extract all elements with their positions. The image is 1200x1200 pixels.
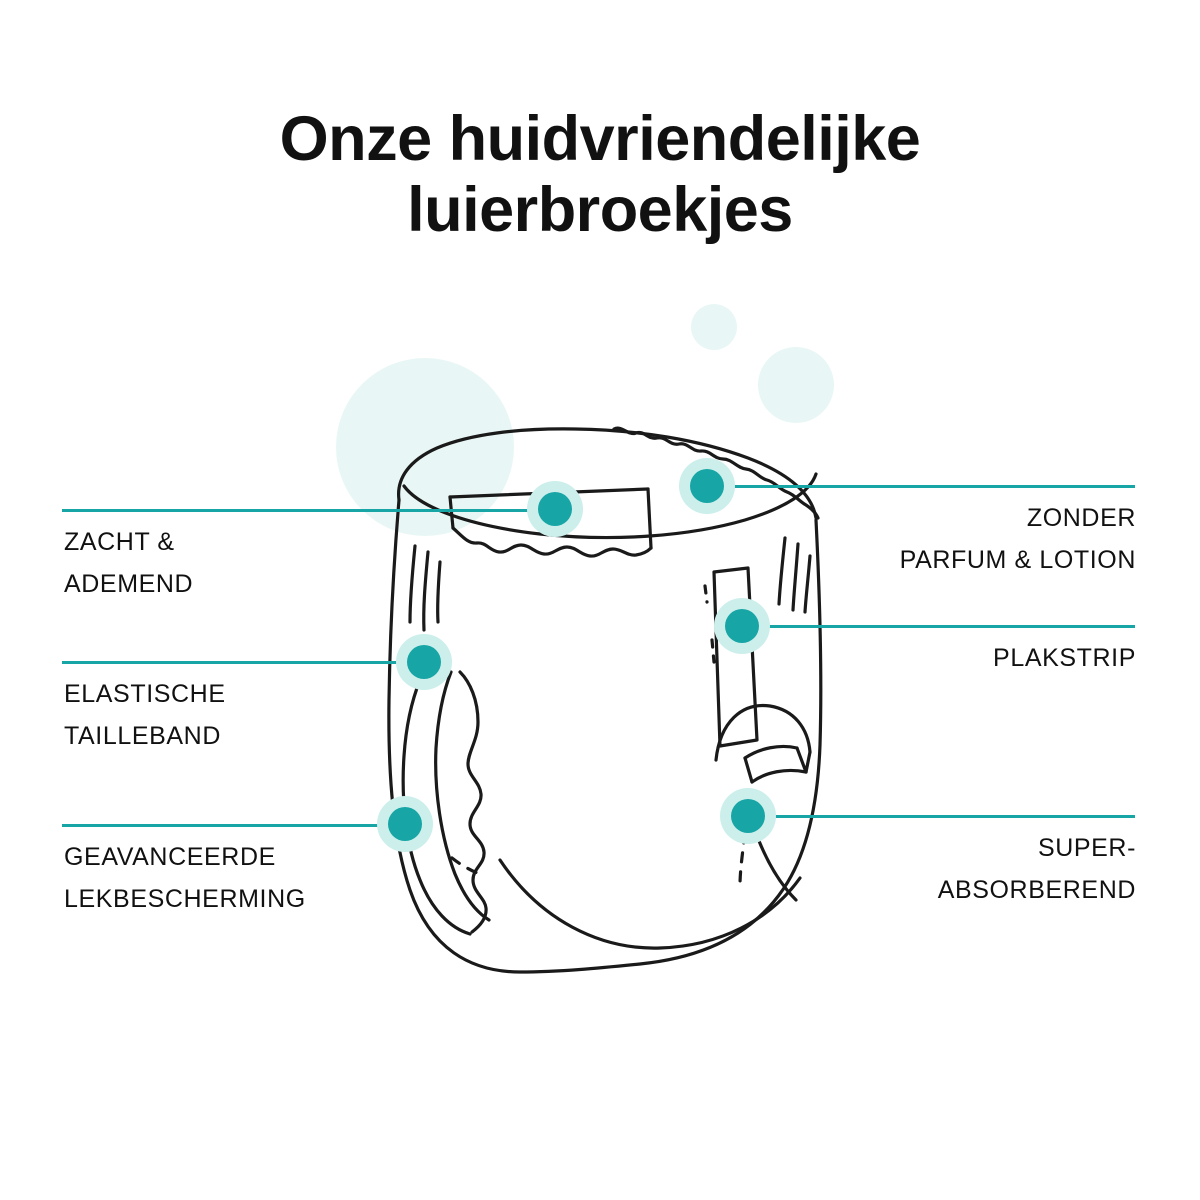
feature-label-elastische-tailleband: ELASTISCHE TAILLEBAND [64, 680, 226, 750]
connector-line-super-absorberend [748, 815, 1135, 818]
feature-label-super-absorberend: SUPER- ABSORBEREND [937, 834, 1136, 904]
marker-zonder-parfum-lotion[interactable] [679, 458, 735, 514]
page-title-line-1: Onze huidvriendelijke [279, 104, 921, 174]
marker-elastische-tailleband[interactable] [396, 634, 452, 690]
connector-line-plakstrip [742, 625, 1135, 628]
connector-line-zacht-ademend [62, 509, 556, 512]
marker-zacht-ademend[interactable] [527, 481, 583, 537]
feature-label-zacht-ademend: ZACHT & ADEMEND [64, 528, 194, 598]
feature-label-geavanceerde-lekbescherming: GEAVANCEERDE LEKBESCHERMING [64, 843, 306, 913]
page-title: Onze huidvriendelijke luierbroekjes [0, 104, 1200, 245]
marker-super-absorberend[interactable] [720, 788, 776, 844]
decorative-circle-large [336, 358, 514, 536]
decorative-circle-small [691, 304, 737, 350]
feature-label-plakstrip: PLAKSTRIP [993, 644, 1136, 672]
connector-line-geavanceerde-lekbescherming [62, 824, 406, 827]
marker-plakstrip[interactable] [714, 598, 770, 654]
page-title-line-2: luierbroekjes [407, 174, 793, 245]
decorative-circle-medium [758, 347, 834, 423]
feature-label-zonder-parfum-lotion: ZONDER PARFUM & LOTION [899, 504, 1136, 574]
connector-line-zonder-parfum-lotion [707, 485, 1135, 488]
marker-geavanceerde-lekbescherming[interactable] [377, 796, 433, 852]
connector-line-elastische-tailleband [62, 661, 425, 664]
